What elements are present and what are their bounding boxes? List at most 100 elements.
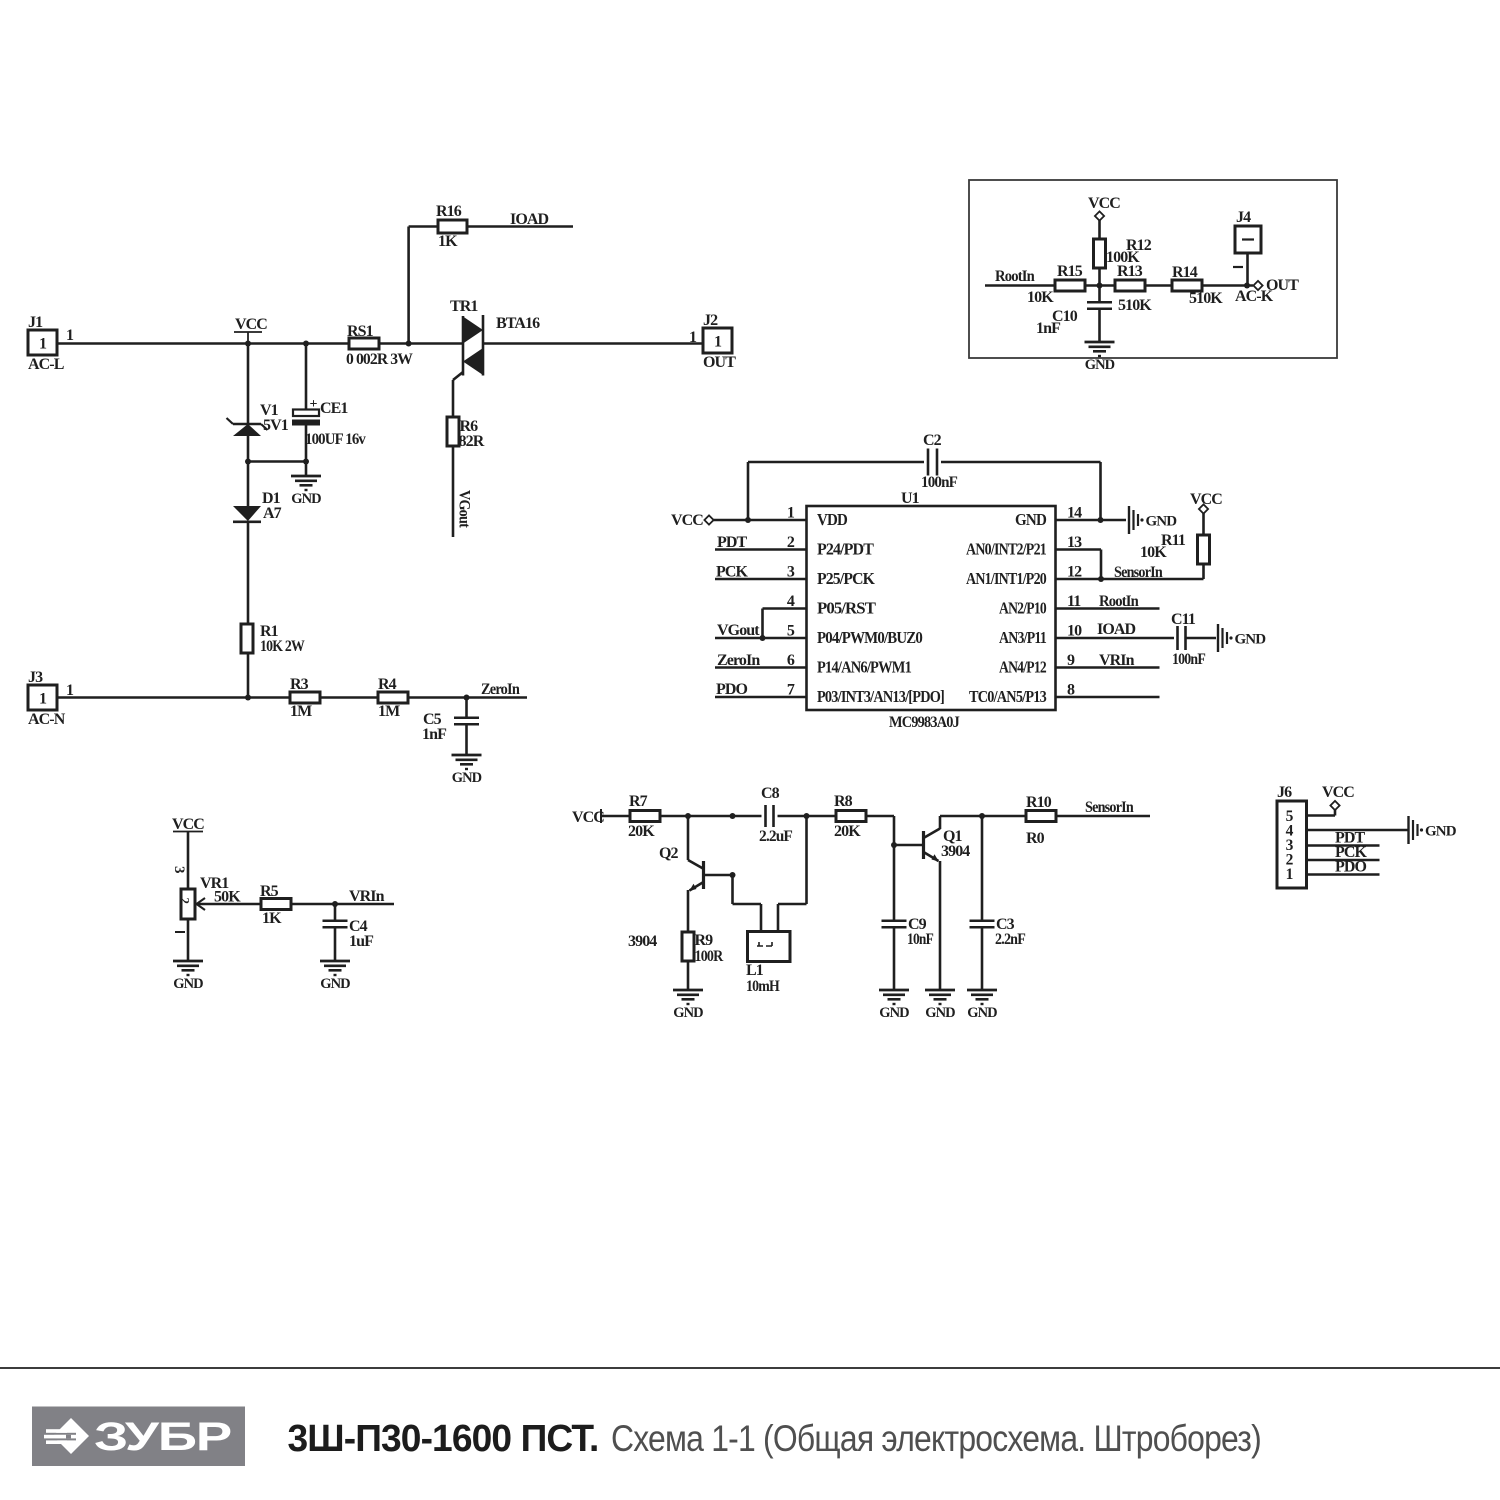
svg-text:GND: GND xyxy=(452,770,482,786)
svg-text:GND: GND xyxy=(1235,632,1267,648)
svg-text:20K: 20K xyxy=(834,823,861,840)
svg-text:C8: C8 xyxy=(761,785,780,802)
svg-text:GND: GND xyxy=(320,976,350,992)
svg-text:3Ш-П30-1600 ПСТ.: 3Ш-П30-1600 ПСТ. xyxy=(288,1418,599,1460)
svg-text:12: 12 xyxy=(1067,564,1082,581)
svg-text:3: 3 xyxy=(1286,837,1294,854)
svg-text:ЗУБР: ЗУБР xyxy=(94,1415,231,1459)
svg-text:100K: 100K xyxy=(1106,249,1140,266)
svg-text:VCC: VCC xyxy=(235,316,267,333)
svg-text:J4: J4 xyxy=(1236,209,1251,226)
svg-text:3: 3 xyxy=(171,866,187,873)
svg-text:GND: GND xyxy=(173,976,203,992)
svg-text:GND: GND xyxy=(925,1005,955,1021)
svg-text:R13: R13 xyxy=(1117,263,1143,280)
svg-text:1: 1 xyxy=(39,691,47,708)
svg-text:GND: GND xyxy=(1085,357,1115,373)
svg-text:1nF: 1nF xyxy=(422,726,447,743)
svg-text:D1: D1 xyxy=(262,490,281,507)
svg-text:10: 10 xyxy=(1067,623,1082,640)
svg-text:82R: 82R xyxy=(459,433,485,450)
svg-text:CE1: CE1 xyxy=(320,400,348,417)
svg-text:13: 13 xyxy=(1067,534,1082,551)
svg-text:5: 5 xyxy=(1286,808,1294,825)
svg-text:R14: R14 xyxy=(1172,264,1198,281)
svg-text:3: 3 xyxy=(787,564,795,581)
svg-text:2: 2 xyxy=(1286,852,1294,869)
svg-text:ZeroIn: ZeroIn xyxy=(481,681,520,698)
svg-text:100nF: 100nF xyxy=(921,474,958,491)
svg-text:3904: 3904 xyxy=(628,933,657,950)
svg-text:P05/RST: P05/RST xyxy=(817,599,876,618)
svg-text:510K: 510K xyxy=(1189,290,1223,307)
svg-text:AN2/P10: AN2/P10 xyxy=(999,599,1047,618)
svg-text:Q2: Q2 xyxy=(659,845,679,862)
svg-text:R4: R4 xyxy=(378,676,397,693)
svg-text:510K: 510K xyxy=(1118,297,1152,314)
svg-text:PCK: PCK xyxy=(1335,844,1368,861)
svg-text:RootIn: RootIn xyxy=(995,268,1035,285)
svg-text:AC-L: AC-L xyxy=(28,356,64,373)
svg-text:PDO: PDO xyxy=(1335,859,1367,876)
svg-text:P24/PDT: P24/PDT xyxy=(817,540,874,559)
svg-text:5: 5 xyxy=(787,623,795,640)
svg-text:R12: R12 xyxy=(1126,237,1152,254)
svg-text:5V1: 5V1 xyxy=(263,417,289,434)
svg-text:VCC: VCC xyxy=(1088,195,1120,212)
svg-text:1K: 1K xyxy=(438,233,458,250)
svg-text:1: 1 xyxy=(66,327,74,344)
svg-text:4: 4 xyxy=(787,593,795,610)
svg-text:7: 7 xyxy=(787,682,795,699)
svg-text:VCC: VCC xyxy=(1190,491,1222,508)
svg-text:R6: R6 xyxy=(460,418,479,435)
svg-text:10mH: 10mH xyxy=(746,978,780,995)
svg-text:C10: C10 xyxy=(1052,308,1078,325)
svg-text:1M: 1M xyxy=(290,703,312,720)
svg-text:6: 6 xyxy=(787,652,795,669)
svg-text:ZeroIn: ZeroIn xyxy=(717,652,760,669)
svg-text:Схема 1-1 (Общая электросхема.: Схема 1-1 (Общая электросхема. Штроборез… xyxy=(611,1418,1261,1459)
svg-text:3904: 3904 xyxy=(941,843,970,860)
svg-text:1nF: 1nF xyxy=(1036,320,1061,337)
svg-text:VCC: VCC xyxy=(1322,784,1354,801)
svg-text:20K: 20K xyxy=(628,823,655,840)
svg-text:0 002R 3W: 0 002R 3W xyxy=(346,351,413,368)
svg-text:SensorIn: SensorIn xyxy=(1085,799,1134,816)
svg-text:VRIn: VRIn xyxy=(1099,652,1135,669)
svg-text:OUT: OUT xyxy=(1266,277,1299,294)
svg-text:VCC: VCC xyxy=(572,809,604,826)
svg-text:R15: R15 xyxy=(1057,263,1083,280)
svg-text:GND: GND xyxy=(291,491,321,507)
svg-text:MC9983A0J: MC9983A0J xyxy=(889,714,960,731)
svg-text:VR1: VR1 xyxy=(200,875,229,892)
svg-text:VGout: VGout xyxy=(717,622,760,639)
svg-text:VRIn: VRIn xyxy=(349,888,385,905)
svg-text:BTA16: BTA16 xyxy=(496,315,540,332)
svg-text:J1: J1 xyxy=(28,314,43,331)
svg-text:GND: GND xyxy=(1425,824,1457,840)
svg-text:AN4/P12: AN4/P12 xyxy=(999,658,1047,677)
svg-text:10nF: 10nF xyxy=(907,931,934,948)
svg-text:C2: C2 xyxy=(923,432,942,449)
svg-text:Q1: Q1 xyxy=(943,828,963,845)
svg-text:TR1: TR1 xyxy=(450,298,478,315)
svg-text:100nF: 100nF xyxy=(1172,651,1206,668)
svg-text:AN3/P11: AN3/P11 xyxy=(999,628,1047,647)
svg-text:VDD: VDD xyxy=(817,510,848,529)
svg-text:50K: 50K xyxy=(214,889,241,906)
svg-text:14: 14 xyxy=(1067,505,1082,522)
svg-text:1M: 1M xyxy=(378,703,400,720)
svg-text:R3: R3 xyxy=(290,676,309,693)
svg-text:PDT: PDT xyxy=(717,534,748,551)
svg-text:IOAD: IOAD xyxy=(510,211,549,228)
svg-text:11: 11 xyxy=(1067,593,1081,610)
svg-text:PCK: PCK xyxy=(716,564,749,581)
svg-text:2.2uF: 2.2uF xyxy=(759,828,793,845)
svg-text:PDT: PDT xyxy=(1335,830,1366,847)
svg-text:100UF 16v: 100UF 16v xyxy=(305,431,366,448)
svg-text:R11: R11 xyxy=(1161,532,1186,549)
svg-text:10K: 10K xyxy=(1140,544,1167,561)
svg-text:J2: J2 xyxy=(703,312,718,329)
svg-text:GND: GND xyxy=(1146,514,1178,530)
svg-text:C9: C9 xyxy=(908,916,927,933)
